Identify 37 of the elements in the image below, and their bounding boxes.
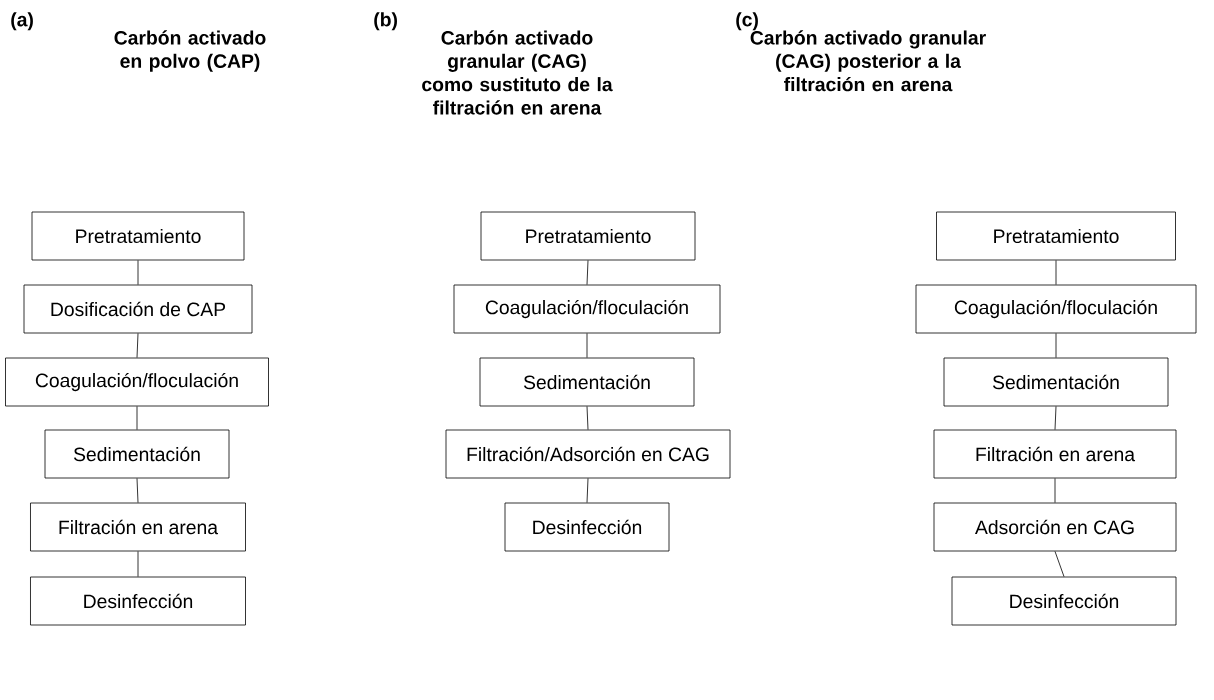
process-box: Pretratamiento xyxy=(480,211,696,261)
process-box: Desinfección xyxy=(951,576,1177,626)
panel-letter: (a) xyxy=(11,12,33,31)
connector-line xyxy=(136,333,139,358)
panel-heading: Carbón activado granular (CAG) como sustituto de la filtración en arena xyxy=(422,30,613,115)
panel-heading: Carbón activado en polvo (CAP) xyxy=(114,30,266,72)
connector-line xyxy=(137,260,139,285)
connector-line xyxy=(586,406,589,430)
connector-line xyxy=(1054,406,1057,430)
connector-line xyxy=(1055,333,1057,358)
connector-line xyxy=(1054,478,1056,503)
connector-line xyxy=(586,260,589,285)
process-box: Coagulación/floculación xyxy=(5,357,269,407)
process-box: Coagulación/floculación xyxy=(453,284,721,334)
process-box: Desinfección xyxy=(30,576,246,626)
process-box: Filtración en arena xyxy=(933,429,1177,479)
panel-letter: (c) xyxy=(736,12,758,31)
connector-line xyxy=(136,406,138,430)
process-box: Dosificación de CAP xyxy=(23,284,253,334)
panel-heading: Carbón activado granular (CAG) posterior a la filtración en arena xyxy=(750,30,986,92)
process-box: Pretratamiento xyxy=(31,211,245,261)
connector-line xyxy=(137,551,139,577)
connector-line xyxy=(1054,551,1065,577)
connector-line xyxy=(586,478,589,503)
panel-letter: (b) xyxy=(374,12,397,31)
process-box: Sedimentación xyxy=(943,357,1169,407)
process-box: Sedimentación xyxy=(44,429,230,479)
process-box: Coagulación/floculación xyxy=(915,284,1197,334)
process-box: Filtración/Adsorción en CAG xyxy=(445,429,731,479)
process-box: Desinfección xyxy=(504,502,670,552)
connector-line xyxy=(586,333,588,358)
connector-line xyxy=(1055,260,1057,285)
process-box: Sedimentación xyxy=(479,357,695,407)
process-box: Filtración en arena xyxy=(30,502,246,552)
process-box: Adsorción en CAG xyxy=(933,502,1177,552)
process-box: Pretratamiento xyxy=(936,211,1176,261)
connector-line xyxy=(136,478,139,503)
